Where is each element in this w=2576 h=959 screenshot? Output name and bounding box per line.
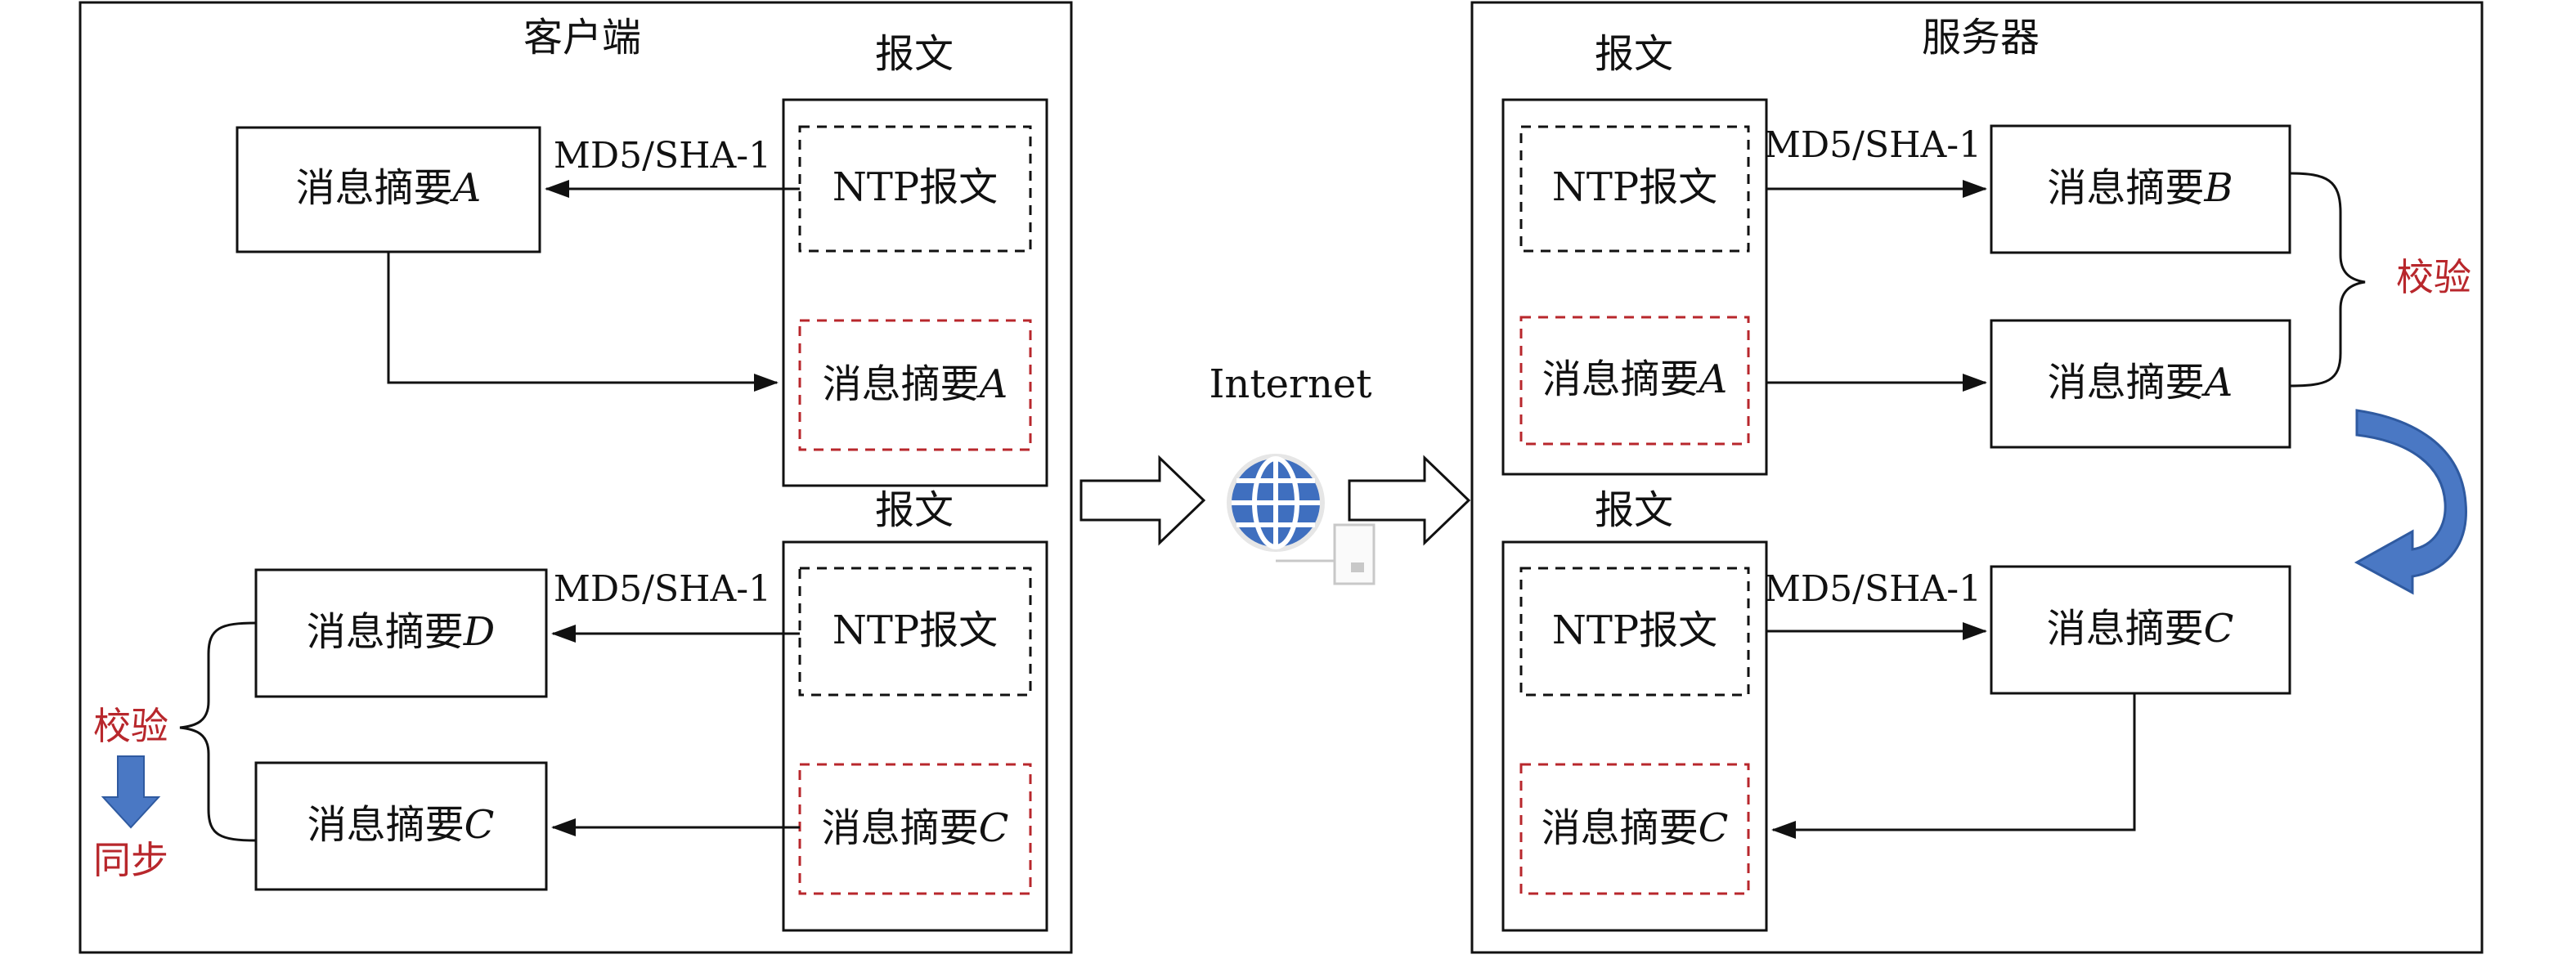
outbound-hollow-arrow (1079, 455, 1206, 546)
internet-section: Internet (1079, 361, 1471, 585)
server-packet-bottom-title: 报文 (1595, 487, 1673, 533)
server-digest-a-box (1990, 319, 2291, 449)
client-digest-a: 消息摘要A (296, 165, 482, 211)
client-hash-bottom-label: MD5/SHA-1 (554, 568, 771, 610)
server-hash-top-label: MD5/SHA-1 (1764, 124, 1981, 166)
client-digest-c: 消息摘要C (307, 802, 495, 848)
client-hash-top-label: MD5/SHA-1 (554, 135, 771, 177)
server-packet-top-title: 报文 (1595, 31, 1673, 77)
server-packet-top-ntp-frame (1519, 125, 1750, 253)
server-digest-c: 消息摘要C (2047, 606, 2234, 652)
server-packet-bottom-digest: 消息摘要C (1542, 805, 1729, 851)
server-digest-c-box (1990, 565, 2291, 695)
client-packet-bottom-ntp-frame (798, 567, 1032, 697)
client-digest-d: 消息摘要D (307, 609, 496, 655)
server-digest-a: 消息摘要A (2048, 360, 2233, 406)
client-digest-d-box (254, 568, 548, 698)
client-packet-top (782, 98, 1048, 487)
server-packet-bottom-digest-frame (1519, 763, 1750, 895)
client-digest-a-to-packet-arrow (387, 252, 779, 392)
server-packet-bottom-ntp: NTP报文 (1552, 607, 1717, 653)
globe-icon (1227, 454, 1376, 585)
down-arrow-icon (101, 755, 161, 829)
client-sync-label: 同步 (93, 838, 168, 882)
client-digest-c-box (254, 761, 548, 891)
server-hash-bottom-label: MD5/SHA-1 (1764, 568, 1981, 610)
client-panel: 客户端 报文 NTP报文 消息摘要A 消息摘要A MD5/SHA-1 报文 NT… (79, 1, 1073, 954)
client-packet-top-ntp-frame (798, 125, 1032, 253)
server-digest-b-box (1990, 124, 2291, 254)
client-packet-bottom-ntp: NTP报文 (832, 607, 998, 653)
server-packet-top-digest: 消息摘要A (1542, 356, 1728, 402)
server-title: 服务器 (1922, 15, 2040, 60)
client-packet-bottom-digest: 消息摘要C (822, 805, 1009, 851)
server-digest-b: 消息摘要B (2047, 165, 2233, 211)
server-digest-c-to-packet-arrow (1771, 693, 2136, 839)
server-verify-brace (2289, 172, 2366, 388)
client-packet-top-ntp: NTP报文 (832, 164, 998, 210)
client-packet-top-title: 报文 (875, 31, 954, 77)
client-title: 客户端 (523, 15, 641, 60)
internet-label: Internet (1209, 361, 1371, 407)
server-packet-bottom (1501, 540, 1768, 932)
client-packet-top-digest-frame (798, 319, 1032, 451)
client-digest-a-box (236, 126, 541, 253)
client-verify-label: 校验 (93, 704, 168, 748)
server-packet-top (1501, 98, 1768, 476)
server-packet-top-ntp: NTP报文 (1552, 164, 1717, 210)
server-packet-top-digest-frame (1519, 316, 1750, 446)
client-packet-top-digest: 消息摘要A (823, 361, 1008, 407)
client-verify-brace (179, 621, 257, 842)
server-panel: 服务器 报文 NTP报文 消息摘要A MD5/SHA-1 消息摘要B 消息摘要A… (1470, 1, 2484, 954)
client-packet-bottom-digest-frame (798, 763, 1032, 895)
server-verify-label: 校验 (2396, 255, 2471, 299)
inbound-hollow-arrow (1348, 455, 1471, 546)
server-packet-bottom-ntp-frame (1519, 567, 1750, 697)
client-packet-bottom-title: 报文 (875, 487, 954, 533)
client-packet-bottom (782, 540, 1048, 932)
curved-return-arrow-icon (2354, 409, 2467, 595)
